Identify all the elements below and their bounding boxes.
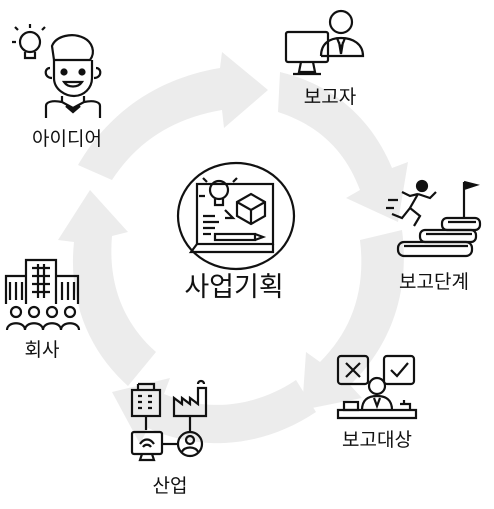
industry-network-icon (128, 379, 212, 464)
reporter-computer-icon (283, 8, 369, 78)
node-label-idea: 아이디어 (32, 128, 102, 150)
node-label-target: 보고대상 (342, 429, 412, 451)
company-building-icon (2, 258, 82, 332)
node-label-company: 회사 (24, 339, 60, 361)
report-target-icon (334, 354, 420, 420)
cycle-arrow-left (58, 190, 156, 386)
center-label: 사업기획 (184, 272, 284, 303)
node-label-steps: 보고단계 (399, 271, 469, 293)
idea-person-icon (12, 24, 102, 120)
business-plan-icon (175, 160, 299, 272)
node-label-reporter: 보고자 (303, 86, 357, 108)
steps-runner-icon (384, 178, 484, 262)
cycle-arrow-bottom (112, 378, 316, 444)
node-label-industry: 산업 (152, 475, 188, 497)
cycle-arrow-top-right (278, 72, 408, 222)
cycle-arrow-right (302, 230, 404, 410)
cycle-arrow-top-left (78, 52, 268, 180)
